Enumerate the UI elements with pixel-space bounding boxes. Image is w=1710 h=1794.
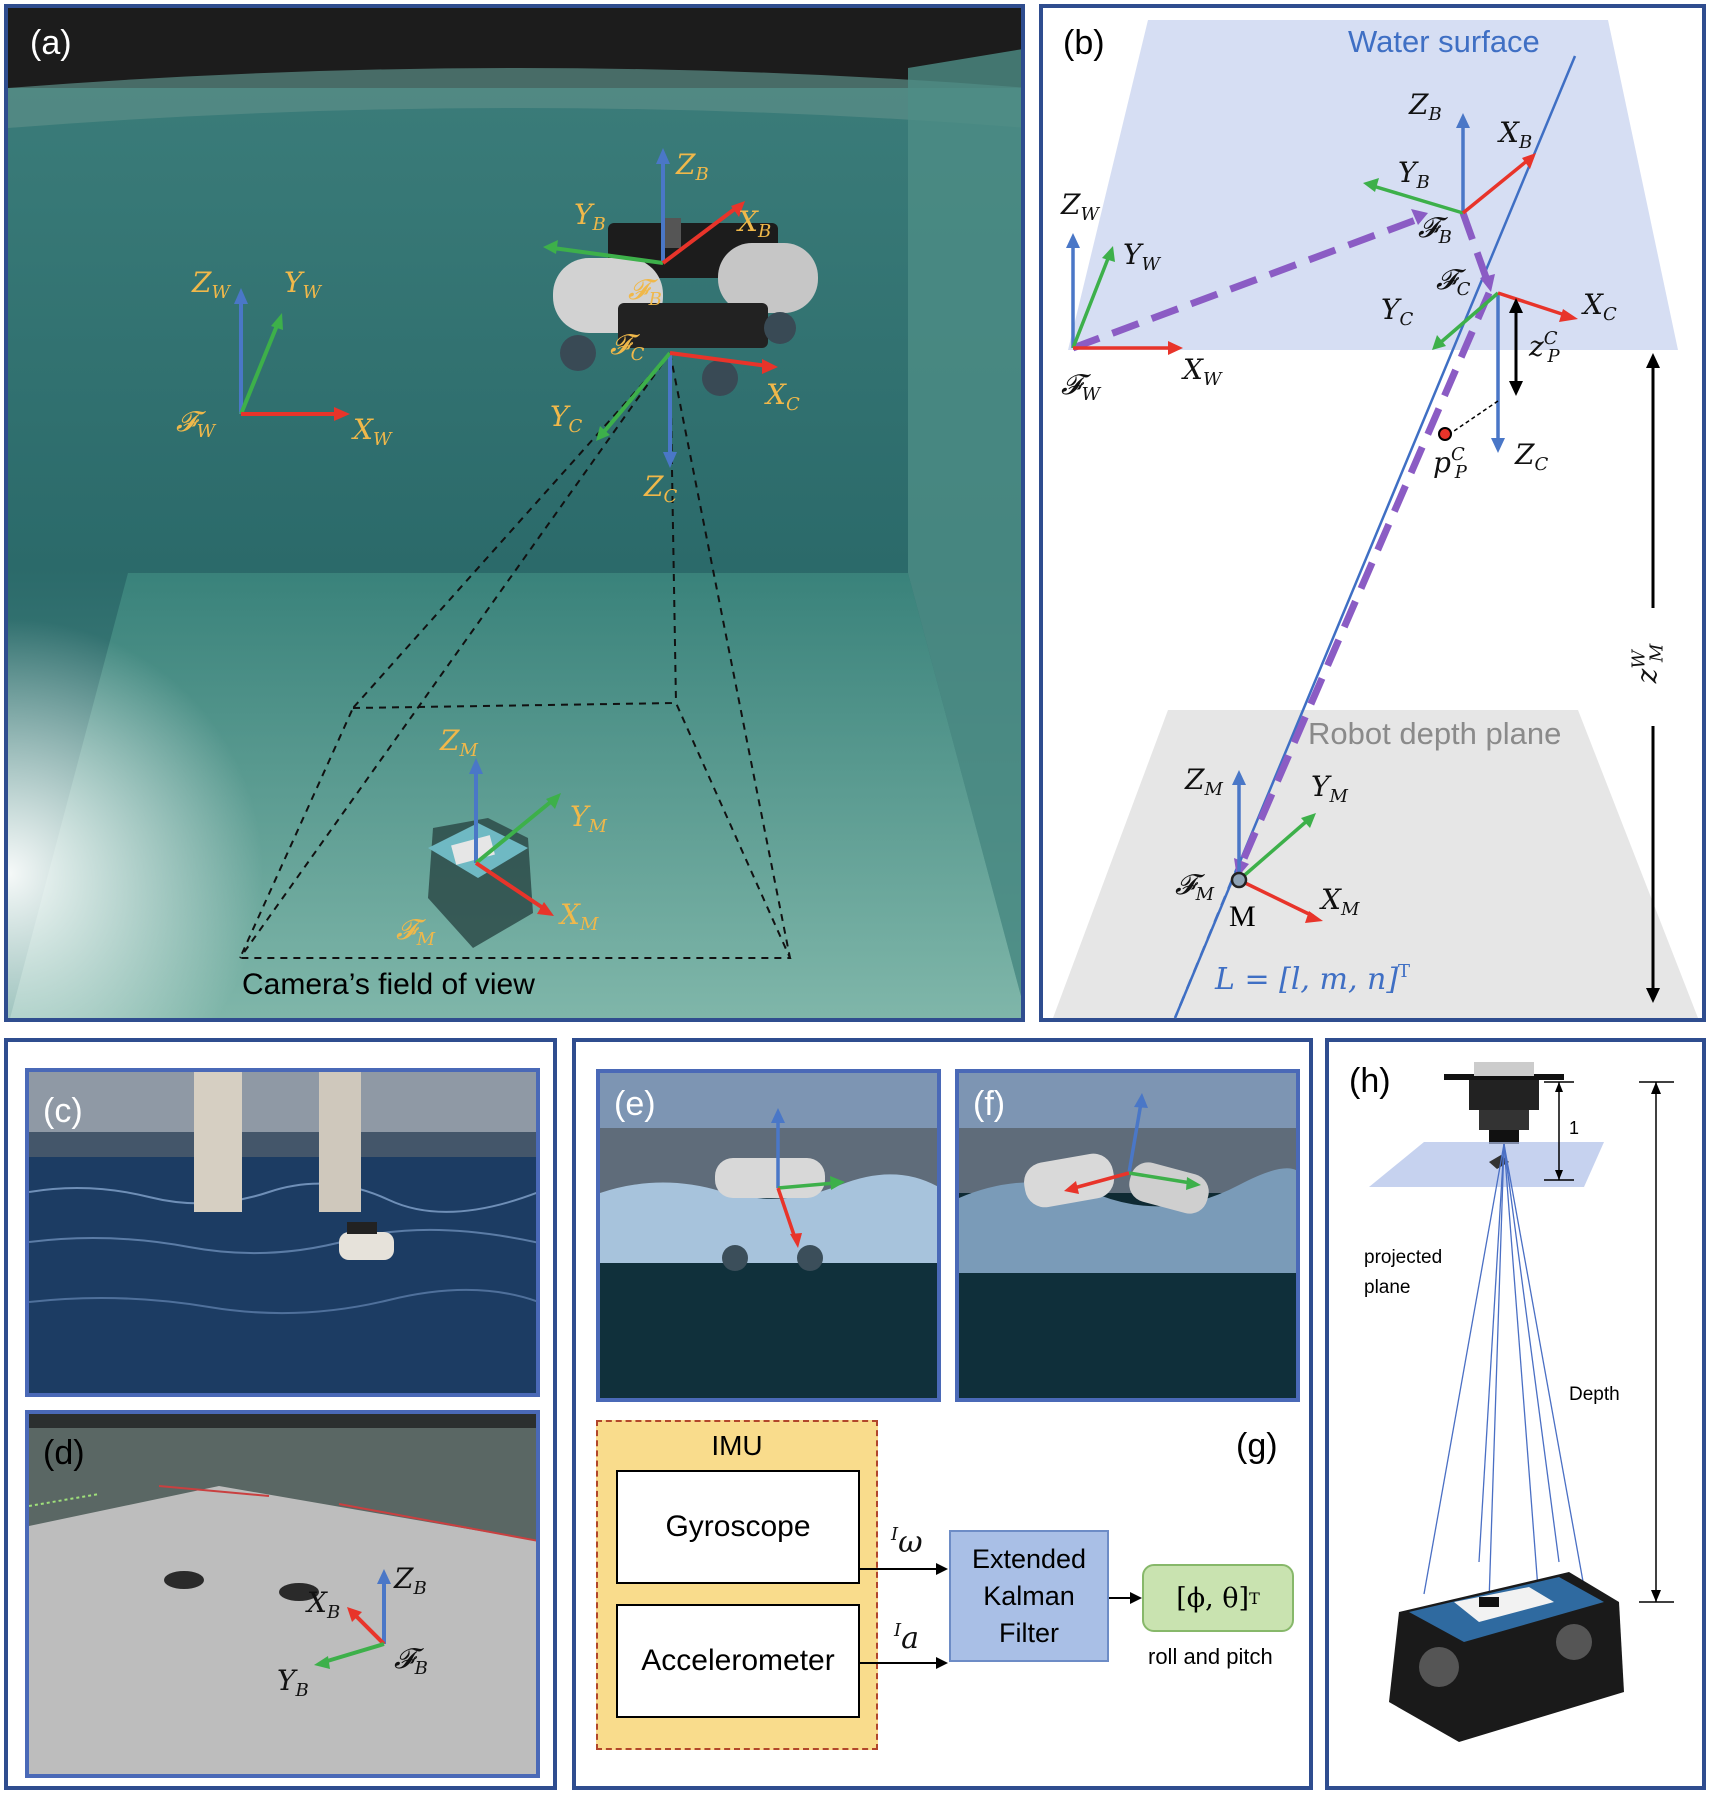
- panel-h-diagram: [1369, 1062, 1674, 1742]
- marker-z-label: ZM: [440, 724, 478, 761]
- unit-distance-label: 1: [1569, 1118, 1580, 1138]
- world-y-label: YW: [284, 266, 321, 303]
- panel-h-label: (h): [1349, 1062, 1391, 1100]
- panel-b-label: (b): [1063, 24, 1105, 62]
- camera-x-label: XC: [766, 378, 800, 415]
- panel-a: (a) ZW YW XW 𝓕W ZB YB XB 𝓕B 𝓕C XC YC ZC …: [4, 4, 1025, 1022]
- panel-d-scene: [29, 1414, 536, 1774]
- acc-label: Ia: [894, 1620, 920, 1656]
- projected-plane: [1369, 1142, 1604, 1187]
- b-marker-frame-label: 𝓕M: [1175, 868, 1215, 905]
- b-body-frame-label: 𝓕B: [1418, 211, 1452, 248]
- transform-chain-path: [1071, 211, 1493, 872]
- panel-c-label: (c): [43, 1092, 83, 1130]
- panel-d-label: (d): [43, 1434, 85, 1472]
- body-y-label: YB: [574, 198, 606, 235]
- panel-g-label: (g): [1236, 1427, 1278, 1465]
- marker-x-label: XM: [560, 898, 599, 935]
- panel-e-render: (e): [596, 1069, 941, 1402]
- depth-label: Depth: [1569, 1384, 1620, 1405]
- body-z-label: ZB: [676, 148, 709, 185]
- marker-y-label: YM: [570, 800, 607, 837]
- marker-frame-label: 𝓕M: [396, 913, 436, 950]
- body-frame-axes: [543, 148, 745, 265]
- b-world-y-label: YW: [1123, 238, 1160, 275]
- imu-title: IMU: [711, 1430, 763, 1461]
- ekf-line-2: Kalman: [983, 1580, 1075, 1611]
- b-camera-x-label: XC: [1583, 288, 1617, 325]
- optical-line: [1173, 55, 1577, 1019]
- output-value: [ϕ, θ]: [1176, 1582, 1250, 1614]
- b-world-frame-label: 𝓕W: [1061, 368, 1101, 405]
- ekf-box: Extended Kalman Filter: [949, 1530, 1109, 1662]
- d-body-y-label: YB: [277, 1664, 309, 1701]
- water-surface-label: Water surface: [1348, 24, 1540, 59]
- b-marker-x-label: XM: [1321, 883, 1360, 920]
- robot-depth-plane-label: Robot depth plane: [1308, 716, 1562, 751]
- panel-e-scene: [600, 1073, 937, 1398]
- panel-efg: (e) (f) (g) IMU Gyroscope Accelerometer …: [572, 1038, 1313, 1790]
- b-world-z-label: ZW: [1061, 188, 1099, 225]
- fov-caption: Camera’s field of view: [242, 968, 535, 1001]
- panel-h: (h) 1 projected plane Depth: [1325, 1038, 1706, 1790]
- zmw-label: zWM: [1628, 643, 1668, 684]
- panel-f-render: (f): [955, 1069, 1300, 1402]
- d-body-frame-label: 𝓕B: [394, 1642, 428, 1679]
- zpc-label: zCP: [1529, 328, 1560, 367]
- projected-point: [1438, 427, 1452, 441]
- world-frame-label: 𝓕W: [176, 405, 216, 442]
- b-camera-frame-label: 𝓕C: [1436, 263, 1471, 300]
- d-body-x-label: XB: [307, 1586, 341, 1623]
- body-x-label: XB: [738, 205, 772, 242]
- panel-f-scene: [959, 1073, 1296, 1398]
- gyroscope-box: Gyroscope: [616, 1470, 860, 1584]
- b-body-y-label: YB: [1398, 156, 1430, 193]
- line-equation: L = [l, m, n]T: [1215, 961, 1411, 997]
- panel-c-scene: [29, 1072, 536, 1393]
- b-body-x-label: XB: [1499, 116, 1533, 153]
- world-x-label: XW: [353, 413, 392, 450]
- output-sup: T: [1249, 1588, 1260, 1608]
- b-body-z-label: ZB: [1409, 88, 1442, 125]
- panel-b-diagram: [1053, 20, 1698, 1019]
- omega-label: Iω: [891, 1524, 923, 1560]
- panel-f-label: (f): [973, 1085, 1006, 1123]
- panel-e-label: (e): [614, 1085, 656, 1123]
- panel-c-render: (c): [25, 1068, 540, 1397]
- panel-b: (b) Water surface Robot depth plane ZW Y…: [1039, 4, 1706, 1022]
- ekf-line-1: Extended: [971, 1543, 1087, 1574]
- output-box: [ϕ, θ]T: [1142, 1564, 1294, 1632]
- projected-plane-label-1: projected: [1364, 1247, 1443, 1268]
- camera-frame-axes: [596, 351, 778, 468]
- panel-d-render: (d) ZB XB YB 𝓕B: [25, 1410, 540, 1778]
- camera-y-label: YC: [550, 400, 583, 437]
- b-camera-y-label: YC: [1381, 293, 1414, 330]
- marker-point-label: M: [1229, 900, 1256, 933]
- b-marker-z-label: ZM: [1185, 763, 1223, 800]
- body-frame-label: 𝓕B: [628, 273, 662, 310]
- marker-point: [1230, 871, 1248, 889]
- panel-a-label: (a): [30, 24, 72, 62]
- world-z-label: ZW: [192, 266, 230, 303]
- robot-depth-plane: [1053, 710, 1698, 1018]
- accelerometer-box: Accelerometer: [616, 1604, 860, 1718]
- b-world-x-label: XW: [1183, 353, 1222, 390]
- d-body-z-label: ZB: [394, 1562, 427, 1599]
- camera-frame-label: 𝓕C: [610, 328, 645, 365]
- world-frame-axes: [234, 288, 350, 421]
- b-camera-z-label: ZC: [1515, 438, 1549, 475]
- panel-g-arrows: [860, 1563, 1142, 1669]
- output-caption: roll and pitch: [1148, 1644, 1273, 1669]
- marker-frame-axes: [469, 758, 561, 916]
- b-marker-y-label: YM: [1311, 770, 1348, 807]
- panel-cd: (c) (d) ZB XB YB 𝓕B: [4, 1038, 557, 1790]
- projected-plane-label-2: plane: [1364, 1277, 1411, 1298]
- ekf-line-3: Filter: [999, 1617, 1059, 1648]
- rov-model: [1389, 1572, 1624, 1742]
- rov-robot: [553, 218, 818, 396]
- camera-z-label: ZC: [644, 470, 678, 507]
- ppc-label: pCP: [1433, 444, 1467, 483]
- panel-a-scene: [8, 8, 1021, 1018]
